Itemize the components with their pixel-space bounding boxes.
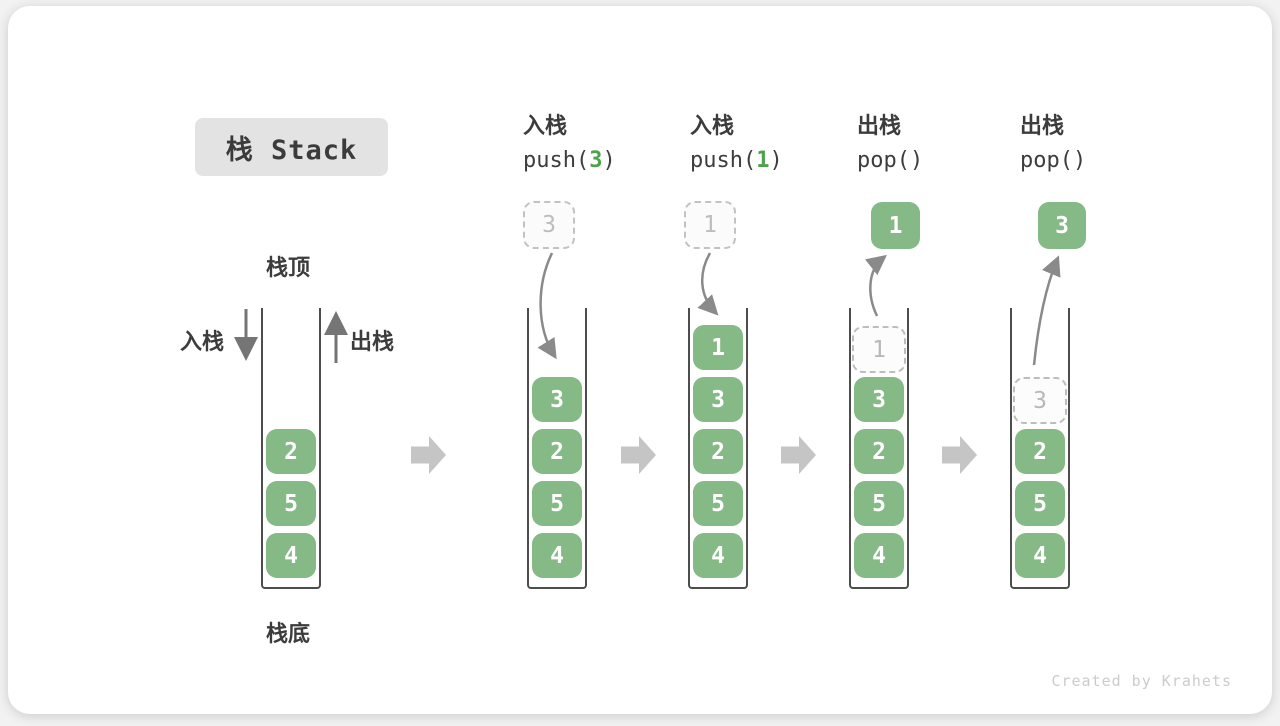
push-arg: 3 xyxy=(589,148,603,173)
operation-code: push(3) xyxy=(523,148,616,173)
stack2-element: 5 xyxy=(532,481,582,526)
stack4-element: 3 xyxy=(854,377,904,422)
stack3-element: 4 xyxy=(693,533,743,578)
stack5-element: 2 xyxy=(1015,429,1065,474)
stack3-element: 1 xyxy=(693,325,743,370)
removed-slot-ghost-3: 3 xyxy=(1013,377,1067,424)
stack3-element: 3 xyxy=(693,377,743,422)
stack4-element: 5 xyxy=(854,481,904,526)
stack1-element: 4 xyxy=(266,533,316,578)
stack1-element: 5 xyxy=(266,481,316,526)
pop-direction-label: 出栈 xyxy=(350,329,395,354)
operation-push-1: 入栈 push(1) xyxy=(690,112,850,175)
popped-element-3: 3 xyxy=(1038,202,1086,249)
removed-slot-ghost-1: 1 xyxy=(852,326,906,373)
credit-text: Created by Krahets xyxy=(1051,672,1232,690)
stack2-element: 4 xyxy=(532,533,582,578)
stack1-element: 2 xyxy=(266,429,316,474)
step-arrow-icon xyxy=(781,436,816,474)
operation-code: pop() xyxy=(1020,148,1087,173)
operation-push-3: 入栈 push(3) xyxy=(523,112,683,175)
stack4-element: 2 xyxy=(854,429,904,474)
stack4-element: 4 xyxy=(854,533,904,578)
operation-label: 入栈 xyxy=(523,113,568,138)
stack5-element: 4 xyxy=(1015,533,1065,578)
stack2-element: 2 xyxy=(532,429,582,474)
incoming-element-3: 3 xyxy=(523,201,575,249)
stack3-element: 5 xyxy=(693,481,743,526)
push-1-flow-arrow xyxy=(697,252,719,316)
operation-pop-1: 出栈 pop() xyxy=(857,112,1017,175)
push-arg: 1 xyxy=(756,148,770,173)
stack-bottom-label: 栈底 xyxy=(266,621,311,646)
operation-code: push(1) xyxy=(690,148,783,173)
stack-top-label: 栈顶 xyxy=(266,255,311,280)
push-direction-label: 入栈 xyxy=(180,329,225,354)
title-text: 栈 Stack xyxy=(225,134,358,166)
diagram-canvas: 栈 Stack 入栈 push(3) 入栈 push(1) 出栈 pop() 出… xyxy=(8,6,1272,714)
operation-pop-2: 出栈 pop() xyxy=(1020,112,1180,175)
stack5-element: 5 xyxy=(1015,481,1065,526)
operation-label: 入栈 xyxy=(690,113,735,138)
stack3-element: 2 xyxy=(693,429,743,474)
step-arrow-icon xyxy=(942,436,977,474)
step-arrow-icon xyxy=(411,436,446,474)
step-arrow-icon xyxy=(621,436,656,474)
operation-code: pop() xyxy=(857,148,924,173)
popped-element-1: 1 xyxy=(871,202,920,249)
stack2-element: 3 xyxy=(532,377,582,422)
incoming-element-1: 1 xyxy=(684,201,736,249)
operation-label: 出栈 xyxy=(857,113,902,138)
operation-label: 出栈 xyxy=(1020,113,1065,138)
title-badge: 栈 Stack xyxy=(195,118,388,176)
